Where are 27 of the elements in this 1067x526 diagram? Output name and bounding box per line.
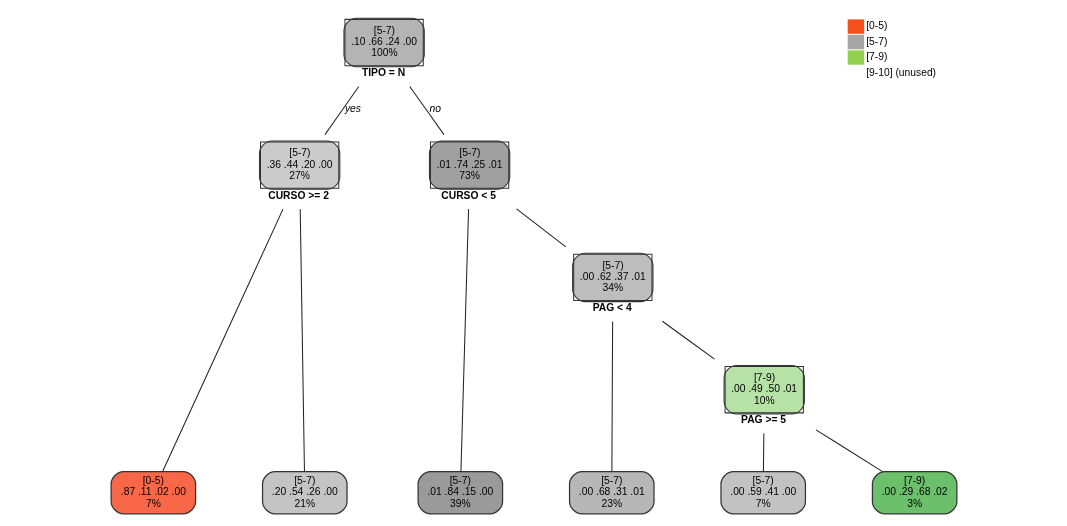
edge-label: yes [344,103,361,115]
connector [299,208,305,472]
node-box: [5-7) .20 .54 .26 .00 21% [261,471,348,515]
connector [762,433,764,473]
node-box: [5-7) .00 .59 .41 .00 7% [719,471,806,515]
node-label: TIPO = N [361,67,405,79]
node-label: PAG >= 5 [740,414,786,426]
edge-label: no [428,103,441,115]
connector [661,320,715,360]
node-box: [5-7) .01 .84 .15 .00 39% [417,471,503,515]
node-label: CURSO >= 2 [267,189,329,201]
connector [161,208,283,472]
legend-label: [0-5) [865,20,887,32]
node-label: CURSO < 5 [440,189,496,201]
connector [323,85,359,136]
node-box: [5-7) .00 .68 .31 .01 23% [568,471,655,515]
legend-label: [5-7) [865,35,887,47]
node-label: PAG < 4 [592,301,632,313]
connector [815,429,883,473]
node-box: [7-9) .00 .29 .68 .02 3% [871,471,957,515]
legend-label: [9-10] (unused) [865,66,936,78]
legend-label: [7-9) [865,51,887,63]
connector [610,321,613,473]
connector [515,208,566,248]
connector [408,85,444,136]
node-box: [0-5) .87 .11 .02 .00 7% [110,471,196,515]
connector [459,208,469,472]
